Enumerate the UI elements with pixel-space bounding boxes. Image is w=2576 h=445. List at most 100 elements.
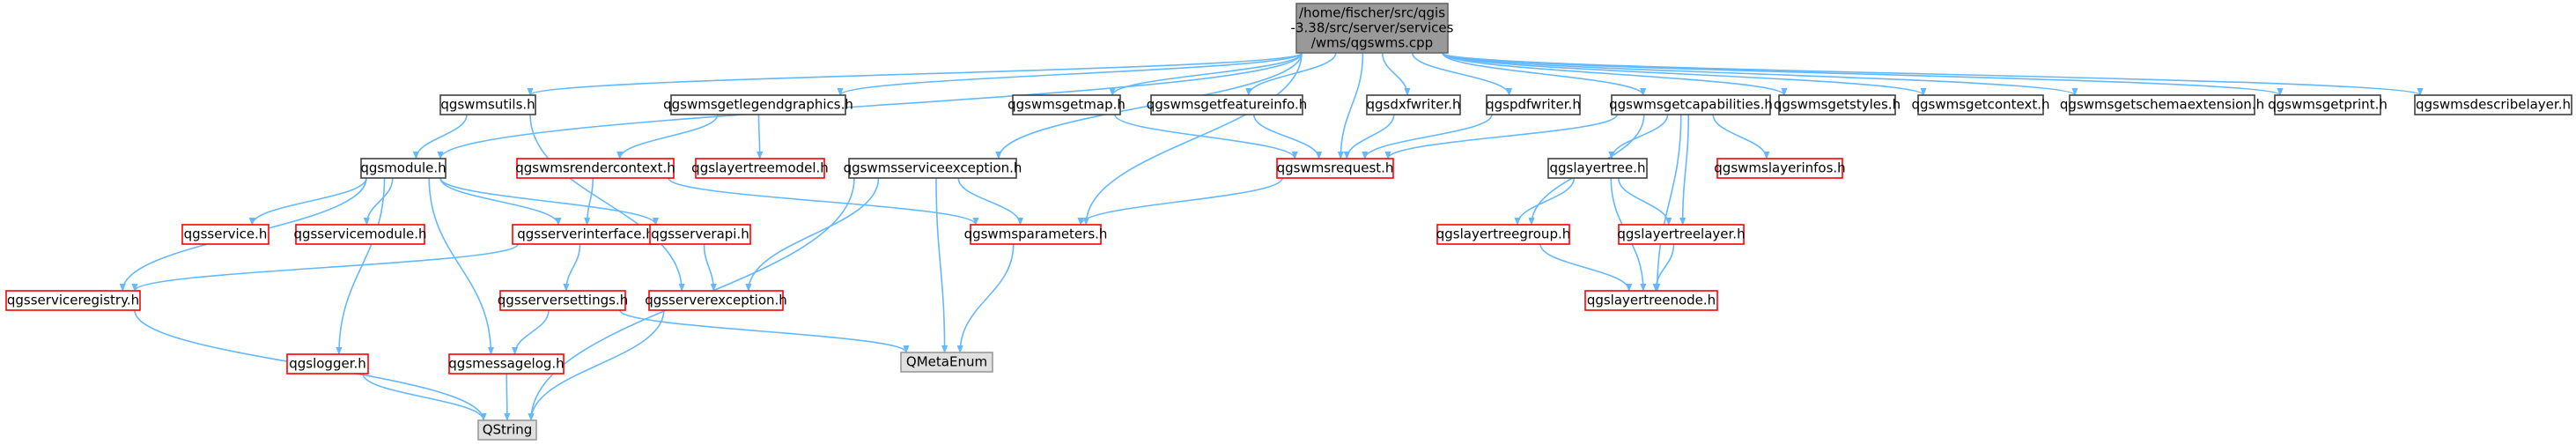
node-box [1150, 94, 1303, 115]
node-serversettings[interactable]: qgsserversettings.h [498, 290, 628, 311]
edge-line [616, 114, 719, 159]
node-box [516, 158, 675, 179]
node-dxfwriter[interactable]: qgsdxfwriter.h [1366, 94, 1461, 115]
node-label: qgslayertreemodel.h [691, 160, 829, 176]
edge-rendercontext-to-serverinterface [584, 177, 594, 226]
node-root[interactable]: /home/fischer/src/qgis-3.38/src/server/s… [1291, 3, 1454, 54]
node-layertree[interactable]: qgslayertree.h [1547, 158, 1648, 179]
node-request[interactable]: qgswmsrequest.h [1276, 158, 1394, 179]
node-getstyles[interactable]: qgswmsgetstyles.h [1774, 94, 1901, 115]
node-label: QMetaEnum [906, 354, 987, 370]
node-service[interactable]: qgsservice.h [181, 224, 269, 245]
edge-line [1411, 52, 1513, 96]
edge-line [1384, 114, 1618, 159]
node-label: qgswmsrendercontext.h [515, 160, 675, 176]
node-wmsutils[interactable]: qgswmsutils.h [439, 94, 536, 115]
node-label: qgslayertreelayer.h [1617, 226, 1745, 242]
node-serviceexception[interactable]: qgswmsserviceexception.h [844, 158, 1022, 179]
edge-parameters-to-qmetaenum [956, 243, 1015, 353]
edge-line [1617, 177, 1672, 226]
node-box [5, 290, 141, 311]
node-layertreemodel[interactable]: qgslayertreemodel.h [691, 158, 829, 179]
edge-line [1381, 52, 1411, 96]
node-serviceregistry[interactable]: qgsserviceregistry.h [5, 290, 141, 311]
node-label: qgslogger.h [289, 356, 366, 372]
edge-line [412, 114, 468, 159]
node-label: qgsservicemodule.h [293, 226, 426, 242]
node-getlegend[interactable]: qgswmsgetlegendgraphics.h [663, 94, 853, 115]
node-label: qgswmslayerinfos.h [1714, 160, 1845, 176]
edge-root-to-pdfwriter [1411, 52, 1513, 96]
edge-wmsutils-to-serverexception [529, 114, 685, 292]
edge-line [619, 309, 910, 353]
node-logger[interactable]: qgslogger.h [286, 353, 369, 375]
node-label: qgswmsgetstyles.h [1774, 97, 1901, 113]
node-layerinfos[interactable]: qgswmslayerinfos.h [1714, 158, 1846, 179]
edge-getcaps-to-layerinfos [1712, 114, 1770, 159]
node-serverexception[interactable]: qgsserverexception.h [645, 290, 787, 311]
node-box [439, 94, 536, 115]
node-layertreelayer[interactable]: qgslayertreelayer.h [1617, 224, 1746, 245]
node-label: /wms/qgswms.cpp [1311, 35, 1433, 51]
edge-wmsutils-to-module [412, 114, 468, 159]
node-serverapi[interactable]: qgsserverapi.h [649, 224, 751, 245]
edge-root-to-wmsutils [527, 52, 1303, 96]
edge-line [668, 177, 979, 226]
node-layertreegroup[interactable]: qgslayertreegroup.h [1436, 224, 1571, 245]
edge-line [1362, 114, 1493, 159]
node-layertreenode[interactable]: qgslayertreenode.h [1584, 290, 1718, 311]
node-label: qgswmsparameters.h [964, 226, 1108, 242]
edge-module-to-serverinterface [439, 177, 562, 226]
node-box [1611, 94, 1771, 115]
node-describelayer[interactable]: qgswmsdescribelayer.h [2414, 94, 2572, 115]
node-label: qgsservice.h [184, 226, 268, 242]
node-box [1436, 224, 1570, 245]
node-getschema[interactable]: qgswmsgetschemaextension.h [2060, 94, 2264, 115]
node-box [286, 353, 369, 375]
edge-getlegend-to-rendercontext [616, 114, 719, 159]
node-label: qgswmsgetschemaextension.h [2060, 97, 2264, 113]
edge-line [703, 243, 717, 292]
edge-line [1442, 52, 1647, 96]
edge-line [1252, 114, 1323, 159]
node-getmap[interactable]: qgswmsgetmap.h [1008, 94, 1126, 115]
edge-line [528, 309, 665, 421]
node-getcontext[interactable]: qgswmsgetcontext.h [1912, 94, 2050, 115]
node-rendercontext[interactable]: qgswmsrendercontext.h [515, 158, 675, 179]
node-parameters[interactable]: qgswmsparameters.h [964, 224, 1108, 245]
node-serverinterface[interactable]: qgsserverinterface.h [512, 224, 660, 245]
edge-line [504, 373, 511, 421]
edge-module-to-service [248, 177, 367, 226]
edge-line [1514, 177, 1576, 226]
node-label: qgsserverinterface.h [517, 226, 654, 242]
edge-logger-to-qstring [362, 373, 487, 421]
edge-serviceexception-to-serverexception [745, 177, 880, 292]
node-label: qgsserversettings.h [498, 293, 628, 308]
edge-line [439, 177, 659, 226]
node-pdfwriter[interactable]: qgspdfwriter.h [1486, 94, 1581, 115]
node-getcaps[interactable]: qgswmsgetcapabilities.h [1609, 94, 1773, 115]
node-box [1584, 290, 1718, 311]
edge-line [336, 177, 386, 355]
edge-root-to-serviceexception [995, 52, 1303, 159]
node-module[interactable]: qgsmodule.h [360, 158, 447, 179]
node-servicemodule[interactable]: qgsservicemodule.h [293, 224, 427, 245]
edge-serverexception-to-qstring [528, 309, 665, 421]
node-messagelog[interactable]: qgsmessagelog.h [448, 353, 565, 375]
node-getprint[interactable]: qgswmsgetprint.h [2268, 94, 2388, 115]
node-box [2414, 94, 2572, 115]
node-box [970, 224, 1102, 245]
edge-line [1337, 52, 1364, 159]
edge-root-to-getprint [1442, 52, 2284, 96]
edge-root-to-dxfwriter [1381, 52, 1411, 96]
node-label: qgswmsgetmap.h [1008, 97, 1126, 113]
edge-line [527, 52, 1303, 96]
node-getfeatureinfo[interactable]: qgswmsgetfeatureinfo.h [1147, 94, 1307, 115]
edge-messagelog-to-qstring [504, 373, 511, 421]
node-label: qgswmsserviceexception.h [844, 160, 1022, 176]
edge-module-to-logger [336, 177, 386, 355]
edge-line [745, 177, 880, 292]
edge-serverinterface-to-serviceregistry [131, 243, 519, 292]
edge-line [956, 243, 1015, 353]
edge-serviceexception-to-qmetaenum [935, 177, 948, 353]
